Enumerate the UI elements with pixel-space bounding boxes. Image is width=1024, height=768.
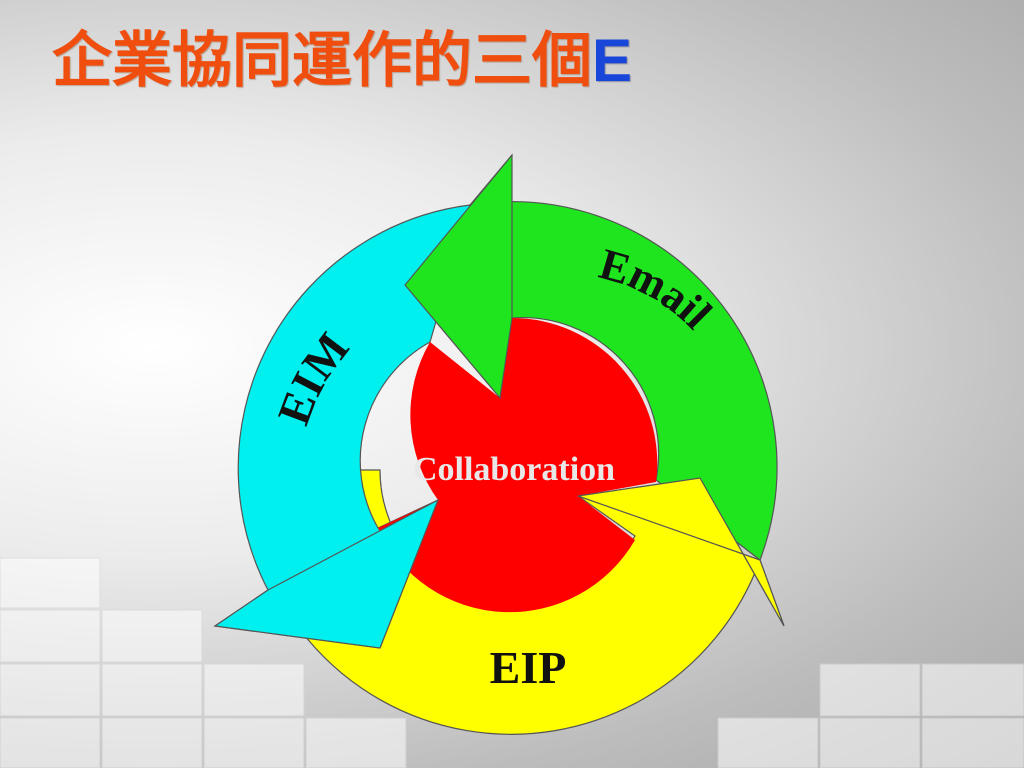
eim-arrow-head <box>213 498 440 649</box>
collaboration-core <box>378 317 658 613</box>
title-main-text: 企業協同運作的三個 <box>52 26 592 96</box>
collaboration-label: Collaboration <box>413 451 615 488</box>
title-accent-letter: E <box>592 27 633 94</box>
email-arrow-head <box>404 153 513 400</box>
eip-arrow-head <box>577 477 785 627</box>
slide-title: 企業協同運作的三個E <box>52 26 633 96</box>
eip-label: EIP <box>490 642 567 693</box>
